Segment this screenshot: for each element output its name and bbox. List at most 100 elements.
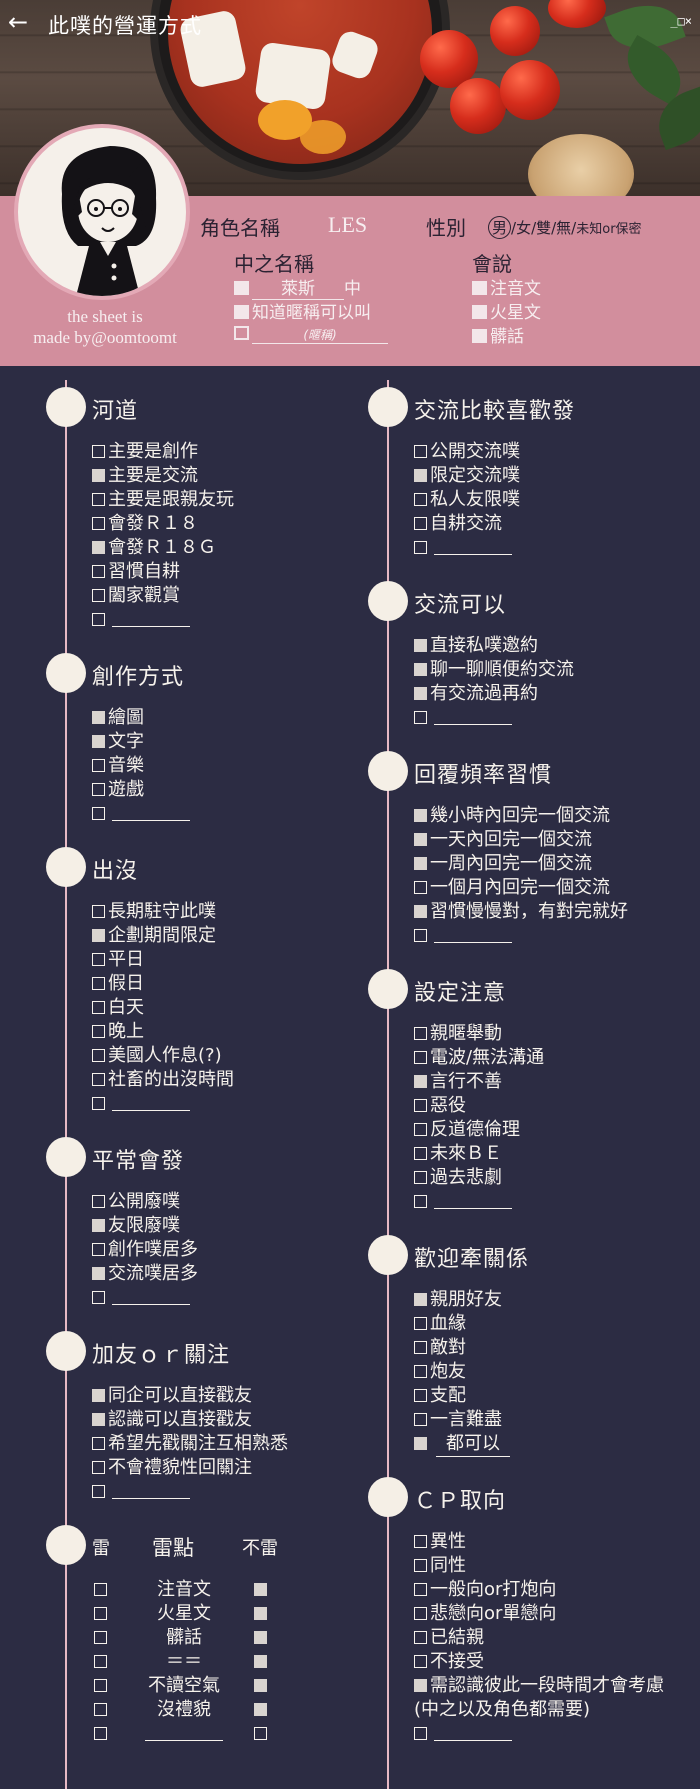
thunder-checkbox-icon[interactable] [94,1727,107,1740]
checkbox-item[interactable]: 需認識彼此一段時間才會考慮 [414,1674,672,1698]
checkbox-item[interactable]: 一天內回完一個交流 [414,828,672,852]
checked-box-icon[interactable] [414,1437,427,1450]
checkbox-item[interactable]: 晚上 [92,1020,350,1044]
checked-box-icon[interactable] [92,735,105,748]
checkbox-item[interactable] [414,924,672,948]
checkbox-icon[interactable] [414,1123,427,1136]
checkbox[interactable] [472,281,487,295]
checkbox-icon[interactable] [92,759,105,772]
checkbox-item[interactable]: 限定交流噗 [414,464,672,488]
checkbox-item[interactable]: 反道德倫理 [414,1118,672,1142]
checked-box-icon[interactable] [414,905,427,918]
checkbox-item[interactable]: 闔家觀賞 [92,584,350,608]
checkbox-icon[interactable] [414,1607,427,1620]
gender-options[interactable]: /女/雙/無/ [511,219,577,237]
checkbox-icon[interactable] [92,905,105,918]
checked-box-icon[interactable] [92,1219,105,1232]
zhongzhi-item[interactable]: 萊斯中 [234,274,361,300]
checkbox-icon[interactable] [414,1631,427,1644]
checkbox-item[interactable]: 交流噗居多 [92,1262,350,1286]
blank-input[interactable] [130,1722,238,1746]
blank-input[interactable] [112,805,190,821]
checkbox-item[interactable]: 主要是創作 [92,440,350,464]
checkbox-icon[interactable] [92,493,105,506]
not-thunder-checkbox-icon[interactable] [254,1727,267,1740]
checkbox-item[interactable]: 幾小時內回完一個交流 [414,804,672,828]
checkbox-icon[interactable] [92,783,105,796]
checkbox-icon[interactable] [414,929,427,942]
blank-input[interactable] [434,927,512,943]
checkbox-icon[interactable] [92,977,105,990]
gender-selected[interactable]: 男 [488,216,512,239]
checkbox-item[interactable]: 音樂 [92,754,350,778]
checkbox-item[interactable]: 悲戀向or單戀向 [414,1602,672,1626]
thunder-checkbox-icon[interactable] [94,1583,107,1596]
checkbox-item[interactable]: 親朋好友 [414,1288,672,1312]
checkbox-item[interactable]: 繪圖 [92,706,350,730]
checkbox-icon[interactable] [92,1001,105,1014]
checkbox-icon[interactable] [414,517,427,530]
checkbox-item[interactable]: 習慣慢慢對，有對完就好 [414,900,672,924]
checkbox-icon[interactable] [414,493,427,506]
not-thunder-checkbox-icon[interactable] [254,1583,267,1596]
checkbox[interactable] [234,305,249,319]
checkbox-item[interactable] [414,1722,672,1746]
checkbox-icon[interactable] [92,1097,105,1110]
checkbox-item[interactable]: 同企可以直接戳友 [92,1384,350,1408]
checkbox-item[interactable]: 支配 [414,1384,672,1408]
checked-box-icon[interactable] [414,469,427,482]
thunder-checkbox-icon[interactable] [94,1679,107,1692]
checkbox-icon[interactable] [414,1147,427,1160]
blank-input[interactable] [112,1095,190,1111]
checkbox-item[interactable]: 會發Ｒ１８Ｇ [92,536,350,560]
checked-box-icon[interactable] [414,1293,427,1306]
checked-box-icon[interactable] [92,469,105,482]
checkbox-icon[interactable] [414,1559,427,1572]
checkbox-icon[interactable] [92,589,105,602]
checkbox-icon[interactable] [92,1437,105,1450]
checkbox-item[interactable]: 創作噗居多 [92,1238,350,1262]
speaks-item[interactable]: 注音文 [472,274,541,299]
zhongzhi-item[interactable]: (暱稱) [234,324,388,344]
not-thunder-checkbox-icon[interactable] [254,1679,267,1692]
blank-input[interactable] [112,611,190,627]
checkbox-icon[interactable] [92,517,105,530]
speaks-item[interactable]: 火星文 [472,298,541,323]
checkbox-icon[interactable] [414,1341,427,1354]
checkbox-item[interactable] [92,1092,350,1116]
not-thunder-checkbox-icon[interactable] [254,1655,267,1668]
checkbox-item[interactable]: 會發Ｒ１８ [92,512,350,536]
blank-input[interactable] [112,1289,190,1305]
checkbox-item[interactable]: 一個月內回完一個交流 [414,876,672,900]
blank-input[interactable] [434,709,512,725]
checkbox-item[interactable]: 友限廢噗 [92,1214,350,1238]
zhongzhi-item[interactable]: 知道暱稱可以叫 [234,298,371,323]
checked-box-icon[interactable] [92,541,105,554]
checkbox-item[interactable] [414,706,672,730]
checkbox-item[interactable]: 一言難盡 [414,1408,672,1432]
checkbox-item[interactable]: 言行不善 [414,1070,672,1094]
checkbox-item[interactable]: 聊一聊順便約交流 [414,658,672,682]
checkbox-item[interactable]: 文字 [92,730,350,754]
thunder-checkbox-icon[interactable] [94,1703,107,1716]
checkbox-icon[interactable] [92,1243,105,1256]
checkbox-icon[interactable] [414,1583,427,1596]
checkbox-item[interactable]: (中之以及角色都需要) [414,1698,672,1722]
checkbox-icon[interactable] [414,1389,427,1402]
checkbox-item[interactable] [92,802,350,826]
checkbox-item[interactable]: 直接私噗邀約 [414,634,672,658]
checkbox-icon[interactable] [414,1099,427,1112]
checked-box-icon[interactable] [92,929,105,942]
checkbox-icon[interactable] [414,1317,427,1330]
checkbox-item[interactable]: 希望先戳關注互相熟悉 [92,1432,350,1456]
checkbox-item[interactable]: 社畜的出沒時間 [92,1068,350,1092]
checkbox[interactable] [234,326,249,340]
checkbox-icon[interactable] [414,1535,427,1548]
checked-box-icon[interactable] [414,857,427,870]
checkbox-item[interactable]: 親暱舉動 [414,1022,672,1046]
not-thunder-checkbox-icon[interactable] [254,1631,267,1644]
blank-input[interactable] [434,1193,512,1209]
blank-input[interactable] [112,1483,190,1499]
checked-box-icon[interactable] [92,1413,105,1426]
checkbox-icon[interactable] [92,445,105,458]
